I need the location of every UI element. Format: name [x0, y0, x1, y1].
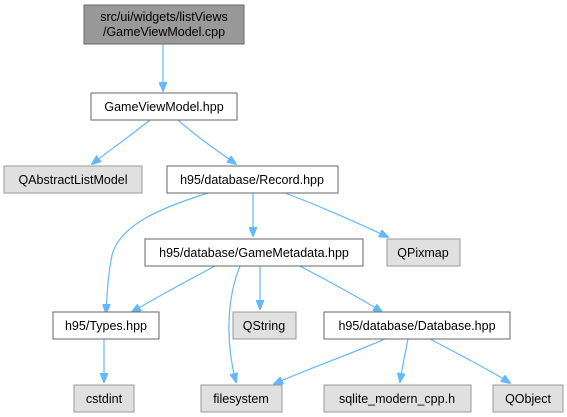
node-gamemetadata-hpp-label: h95/database/GameMetadata.hpp: [159, 246, 349, 260]
node-types-hpp[interactable]: h95/Types.hpp: [52, 311, 160, 340]
node-gameviewmodel-hpp-label: GameViewModel.hpp: [104, 100, 223, 114]
node-filesystem-label: filesystem: [213, 392, 269, 406]
node-qstring-label: QString: [243, 319, 285, 333]
node-record-hpp[interactable]: h95/database/Record.hpp: [166, 165, 339, 194]
edge-database-sqlite: [400, 338, 409, 382]
root-file-label-line2: /GameViewModel.cpp: [103, 25, 225, 39]
edge-database-filesystem: [274, 338, 386, 384]
node-filesystem[interactable]: filesystem: [200, 384, 283, 413]
edge-database-qobject: [429, 338, 510, 383]
node-cstdint-label: cstdint: [86, 392, 123, 406]
node-cstdint[interactable]: cstdint: [73, 384, 135, 413]
edge-layer: [92, 44, 510, 384]
node-record-hpp-label: h95/database/Record.hpp: [180, 173, 324, 187]
edge-record-qpixmap: [284, 192, 388, 237]
edge-gmeta-database: [299, 265, 382, 312]
node-qpixmap[interactable]: QPixmap: [386, 238, 461, 267]
node-gamemetadata-hpp[interactable]: h95/database/GameMetadata.hpp: [144, 238, 364, 267]
edge-gvm-qalm: [92, 119, 151, 164]
node-types-hpp-label: h95/Types.hpp: [65, 319, 147, 333]
edge-gvm-record: [177, 119, 236, 164]
node-qpixmap-label: QPixmap: [397, 246, 448, 260]
node-database-hpp[interactable]: h95/database/Database.hpp: [323, 311, 511, 340]
node-qstring[interactable]: QString: [232, 311, 297, 340]
node-qabstractlistmodel[interactable]: QAbstractListModel: [3, 165, 143, 194]
node-qobject-label: QObject: [505, 392, 551, 406]
node-qobject[interactable]: QObject: [492, 384, 564, 413]
node-sqlite-modern-cpp-label: sqlite_modern_cpp.h: [339, 392, 455, 406]
edge-record-types: [106, 192, 209, 313]
node-qabstractlistmodel-label: QAbstractListModel: [18, 173, 127, 187]
node-sqlite-modern-cpp[interactable]: sqlite_modern_cpp.h: [323, 384, 472, 413]
edge-gmeta-types: [132, 265, 216, 312]
node-root-file[interactable]: src/ui/widgets/listViews /GameViewModel.…: [83, 4, 245, 45]
root-file-label-line1: src/ui/widgets/listViews: [100, 10, 228, 24]
node-layer: src/ui/widgets/listViews /GameViewModel.…: [3, 4, 564, 413]
edge-gmeta-filesystem: [228, 265, 241, 382]
node-gameviewmodel-hpp[interactable]: GameViewModel.hpp: [90, 92, 238, 121]
node-database-hpp-label: h95/database/Database.hpp: [338, 319, 495, 333]
